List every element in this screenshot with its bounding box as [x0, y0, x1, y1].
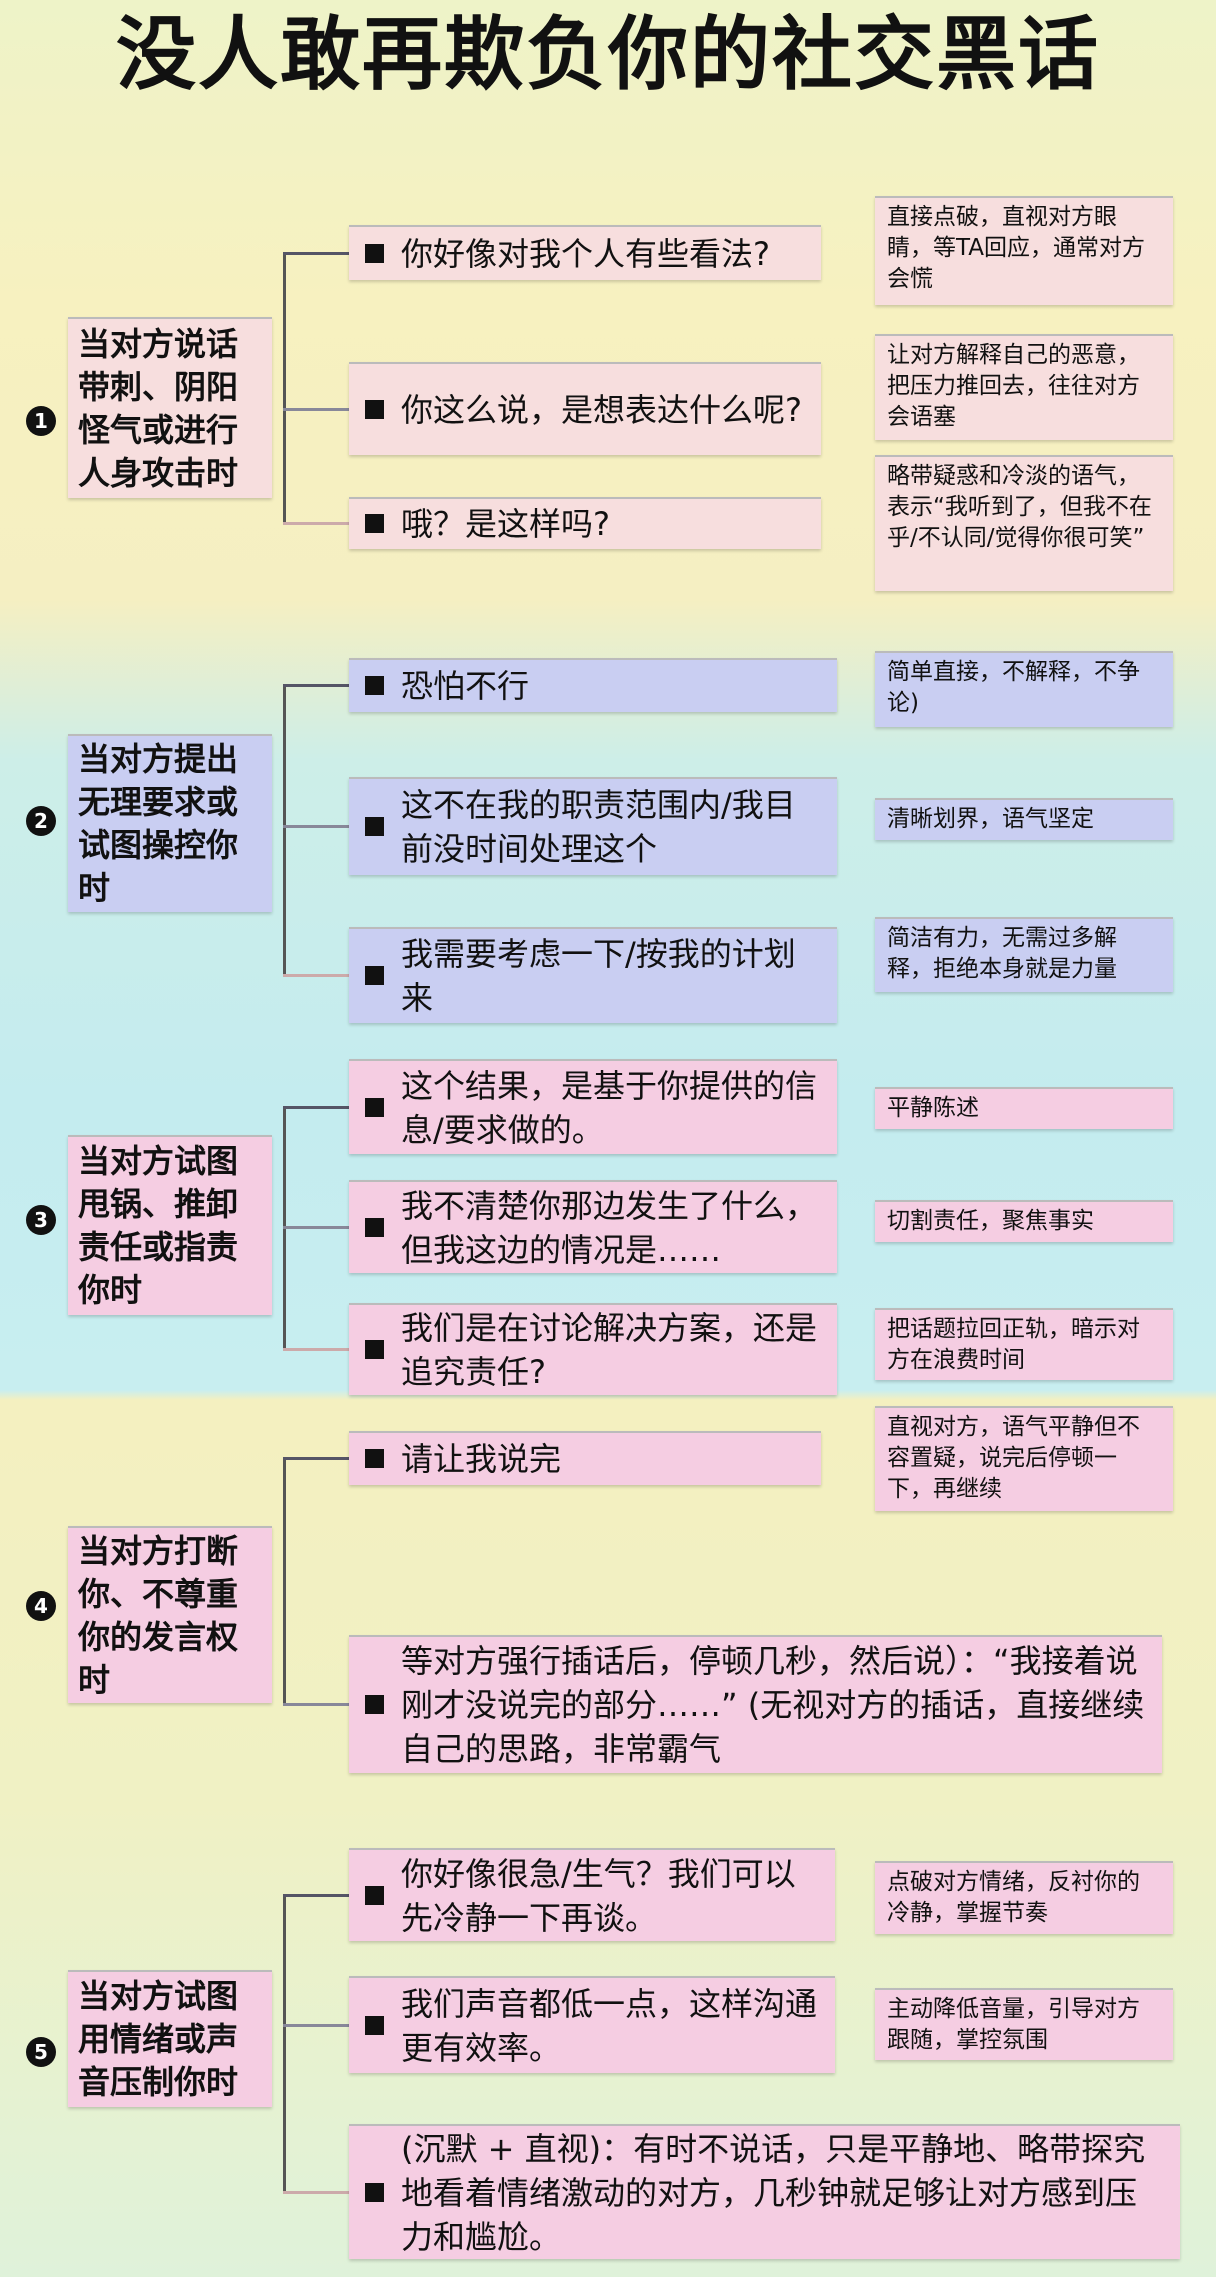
phrase-item: 这不在我的职责范围内/我目前没时间处理这个	[349, 777, 837, 875]
explanation-note: 略带疑惑和冷淡的语气，表示“我听到了，但我不在乎/不认同/觉得你很可笑”	[875, 455, 1173, 591]
bullet-square-icon	[365, 243, 384, 263]
connector-branch	[283, 974, 349, 977]
phrase-text: 我需要考虑一下/按我的计划来	[401, 935, 796, 1017]
phrase-item: 我们声音都低一点，这样沟通更有效率。	[349, 1976, 835, 2073]
connector-branch	[283, 1348, 349, 1351]
phrase-item: 等对方强行插话后，停顿几秒，然后说）：“我接着说刚才没说完的部分……” (无视对…	[349, 1635, 1162, 1773]
phrase-text: 你好像很急/生气？我们可以先冷静一下再谈。	[401, 1854, 796, 1937]
connector-branch	[283, 684, 349, 687]
phrase-text: (沉默 + 直视)：有时不说话，只是平静地、略带探究地看着情绪激动的对方，几秒钟…	[401, 2129, 1146, 2256]
phrase-item: 这个结果，是基于你提供的信息/要求做的。	[349, 1059, 837, 1154]
phrase-text: 这不在我的职责范围内/我目前没时间处理这个	[401, 786, 796, 868]
bullet-square-icon	[365, 2182, 384, 2202]
connector-line	[283, 1458, 286, 1704]
connector-line	[283, 685, 286, 975]
explanation-note: 简洁有力，无需过多解释，拒绝本身就是力量	[875, 917, 1173, 992]
explanation-note: 简单直接，不解释，不争论)	[875, 651, 1173, 727]
section-number-badge: 1	[26, 406, 56, 436]
page-title: 没人敢再欺负你的社交黑话	[116, 8, 1100, 101]
connector-branch	[283, 1105, 349, 1109]
explanation-note: 清晰划界，语气坚定	[875, 798, 1173, 840]
bullet-square-icon	[365, 676, 384, 695]
phrase-text: 哦？是这样吗?	[401, 505, 610, 543]
connector-branch	[283, 251, 349, 255]
phrase-text: 请让我说完	[401, 1440, 562, 1478]
phrase-item: 请让我说完	[349, 1431, 821, 1485]
bullet-square-icon	[365, 1449, 384, 1468]
bullet-square-icon	[365, 817, 384, 836]
phrase-text: 我们声音都低一点，这样沟通更有效率。	[401, 1984, 818, 2067]
explanation-note: 主动降低音量，引导对方跟随，掌控氛围	[875, 1988, 1173, 2060]
section-number-badge: 5	[26, 2037, 56, 2067]
explanation-note: 让对方解释自己的恶意，把压力推回去，往往对方会语塞	[875, 334, 1173, 440]
bullet-square-icon	[365, 1340, 384, 1359]
phrase-item: 我需要考虑一下/按我的计划来	[349, 927, 837, 1023]
connector-branch	[283, 1703, 349, 1706]
phrase-item: 我们是在讨论解决方案，还是追究责任?	[349, 1303, 837, 1395]
phrase-item: 你好像对我个人有些看法?	[349, 225, 821, 280]
explanation-note: 直接点破，直视对方眼睛，等TA回应，通常对方会慌	[875, 196, 1173, 305]
connector-branch	[283, 2190, 349, 2194]
bullet-square-icon	[365, 1097, 384, 1117]
explanation-note: 切割责任，聚焦事实	[875, 1200, 1173, 1242]
phrase-text: 恐怕不行	[401, 667, 530, 705]
category-box: 当对方说话带刺、阴阳怪气或进行人身攻击时	[68, 317, 272, 498]
bullet-square-icon	[365, 1695, 384, 1714]
phrase-text: 我们是在讨论解决方案，还是追究责任?	[401, 1309, 818, 1391]
phrase-text: 你好像对我个人有些看法?	[401, 234, 770, 273]
connector-line	[283, 1894, 286, 2192]
category-box: 当对方提出无理要求或试图操控你时	[68, 734, 272, 912]
connector-branch	[283, 522, 349, 525]
bullet-square-icon	[365, 1217, 384, 1237]
connector-branch	[283, 1225, 349, 1229]
bullet-square-icon	[365, 2015, 384, 2035]
category-box: 当对方打断你、不尊重你的发言权时	[68, 1526, 272, 1703]
connector-branch	[283, 2023, 349, 2027]
bullet-square-icon	[365, 399, 384, 419]
phrase-item: 我不清楚你那边发生了什么，但我这边的情况是……	[349, 1180, 837, 1273]
phrase-text: 我不清楚你那边发生了什么，但我这边的情况是……	[401, 1186, 818, 1269]
section-number-badge: 3	[26, 1205, 56, 1235]
phrase-item: 哦？是这样吗?	[349, 497, 821, 549]
connector-branch	[283, 825, 349, 828]
phrase-item: 你这么说，是想表达什么呢?	[349, 362, 821, 455]
phrase-item: 你好像很急/生气？我们可以先冷静一下再谈。	[349, 1848, 835, 1941]
phrase-item: (沉默 + 直视)：有时不说话，只是平静地、略带探究地看着情绪激动的对方，几秒钟…	[349, 2124, 1180, 2259]
section-number-badge: 2	[26, 806, 56, 836]
explanation-note: 把话题拉回正轨，暗示对方在浪费时间	[875, 1308, 1173, 1380]
explanation-note: 平静陈述	[875, 1087, 1173, 1129]
connector-branch	[283, 1457, 349, 1460]
category-box: 当对方试图用情绪或声音压制你时	[68, 1970, 272, 2107]
category-box: 当对方试图甩锅、推卸责任或指责你时	[68, 1135, 272, 1315]
connector-branch	[283, 407, 349, 411]
phrase-text: 你这么说，是想表达什么呢?	[401, 390, 802, 429]
explanation-note: 直视对方，语气平静但不容置疑，说完后停顿一下，再继续	[875, 1406, 1173, 1511]
section-number-badge: 4	[26, 1591, 56, 1621]
phrase-text: 等对方强行插话后，停顿几秒，然后说）：“我接着说刚才没说完的部分……” (无视对…	[401, 1642, 1145, 1768]
explanation-note: 点破对方情绪，反衬你的冷静，掌握节奏	[875, 1861, 1173, 1934]
bullet-square-icon	[365, 1885, 384, 1905]
phrase-item: 恐怕不行	[349, 658, 837, 712]
connector-branch	[283, 1893, 349, 1897]
phrase-text: 这个结果，是基于你提供的信息/要求做的。	[401, 1066, 818, 1149]
bullet-square-icon	[365, 966, 384, 985]
bullet-square-icon	[365, 514, 384, 533]
connector-line	[283, 252, 286, 523]
